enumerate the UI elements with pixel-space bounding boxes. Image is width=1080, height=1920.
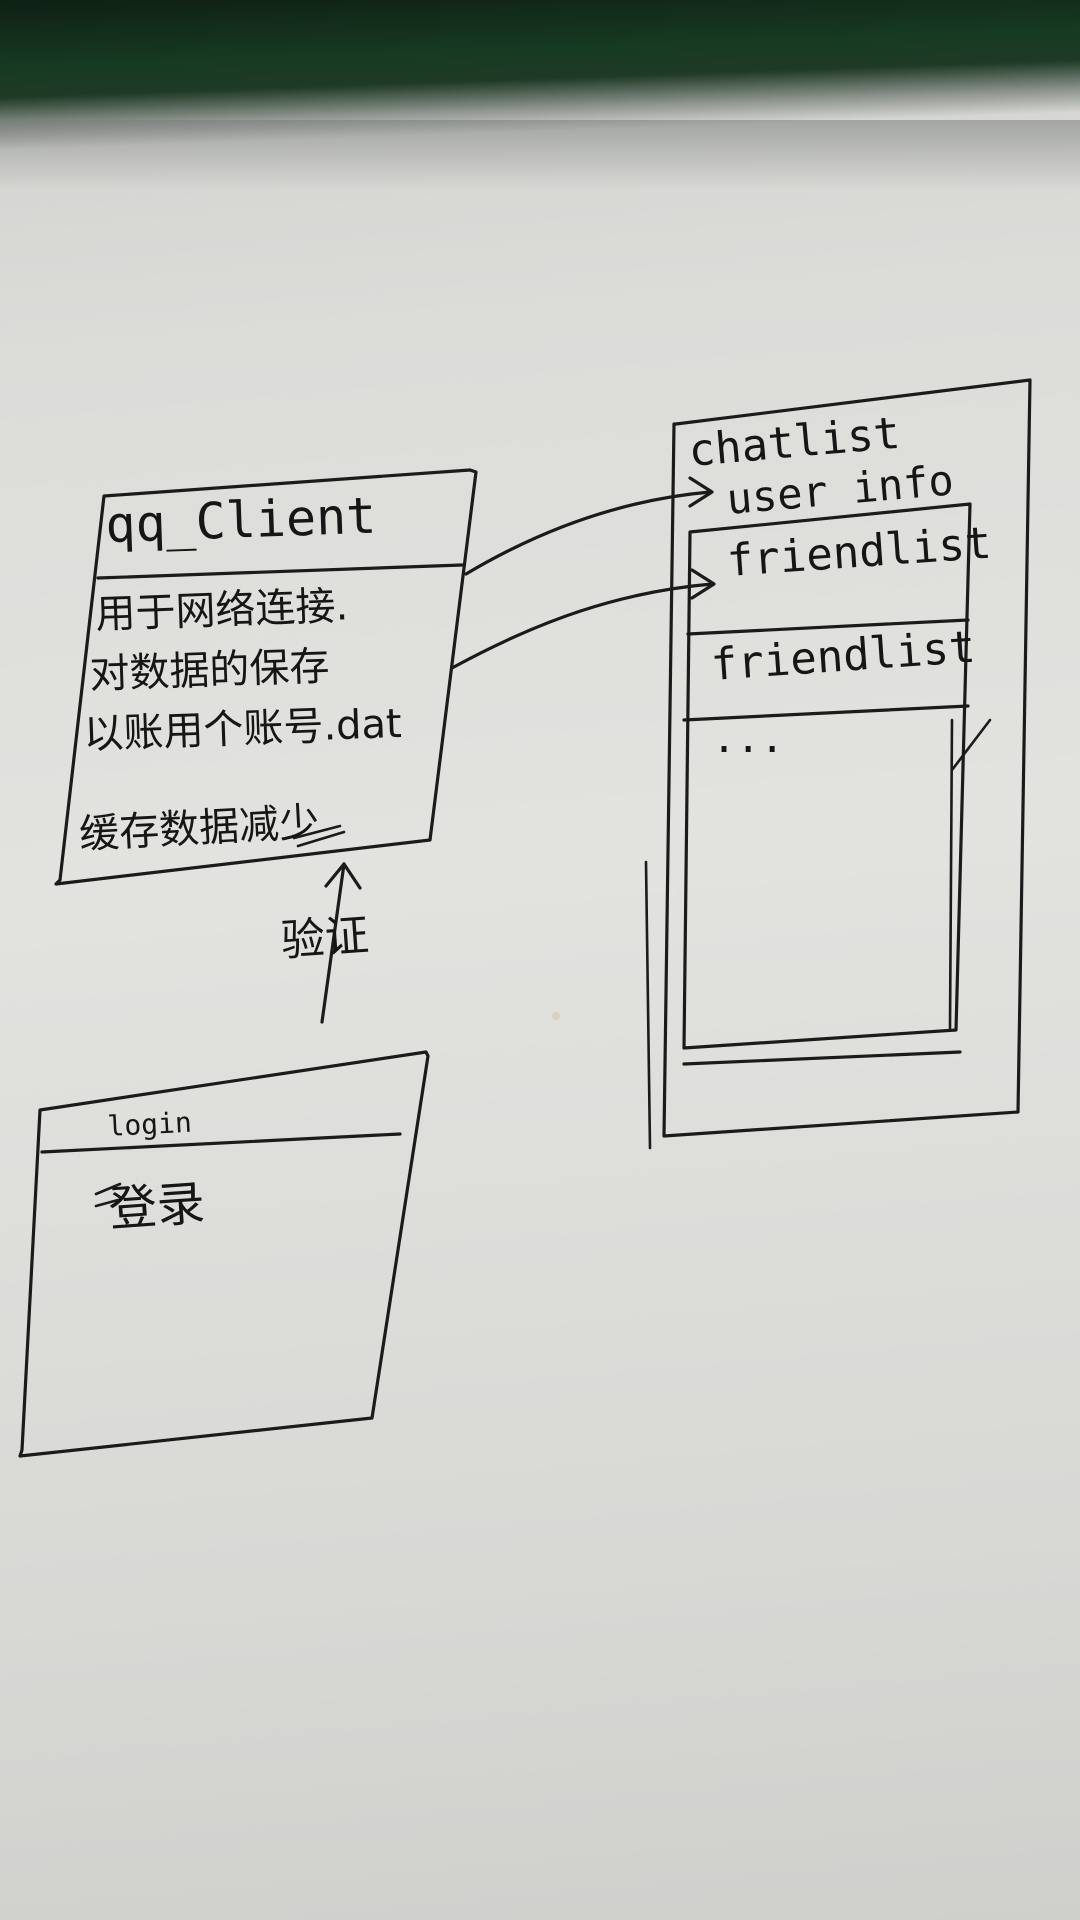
client-box-outline [54,468,478,886]
client-box: qq_Client 用于网络连接. 对数据的保存 以账用个账号.dat 缓存数据… [54,468,478,886]
friend-panel-inner-line [948,718,954,1030]
login-box-divider [40,1132,402,1154]
verify-arrow [320,862,362,1024]
client-to-friendlist-arrow [450,568,716,670]
login-box-scribble [94,1182,122,1208]
chatlist-outer-outline [662,378,1032,1138]
strike-mark-1 [292,824,342,840]
client-to-userinfo-arrow [464,476,714,576]
client-box-line-3: 以账用个账号.dat [83,701,403,758]
login-box-title: login [107,1106,193,1143]
chatlist-box: chatlist user info friendlist friendlist… [644,378,1032,1150]
client-box-line-2: 对数据的保存 [89,644,330,698]
client-box-divider [96,563,464,580]
friend-row-divider-1 [686,618,970,636]
chatlist-left-tail [644,860,652,1150]
friendlist-ellipsis-row: ... [712,716,784,762]
side-tick-mark [950,718,992,772]
friend-row-divider-2 [682,704,970,722]
login-box-body: 登录 [107,1175,207,1238]
strike-mark-2 [296,830,346,848]
friend-panel-bottom [682,1050,962,1066]
friendlist-row-1: friendlist [725,518,993,587]
client-box-line-4: 缓存数据减少 [78,799,320,857]
paper-speck [552,1012,560,1020]
paper-edge-shadow [0,120,1080,190]
client-box-line-1: 用于网络连接. [95,583,349,638]
login-box: login 登录 [18,1050,430,1458]
friend-panel-outline [682,502,972,1050]
client-box-title: qq_Client [104,487,377,554]
login-box-outline [18,1050,430,1458]
verify-label: 验证 [279,910,370,967]
